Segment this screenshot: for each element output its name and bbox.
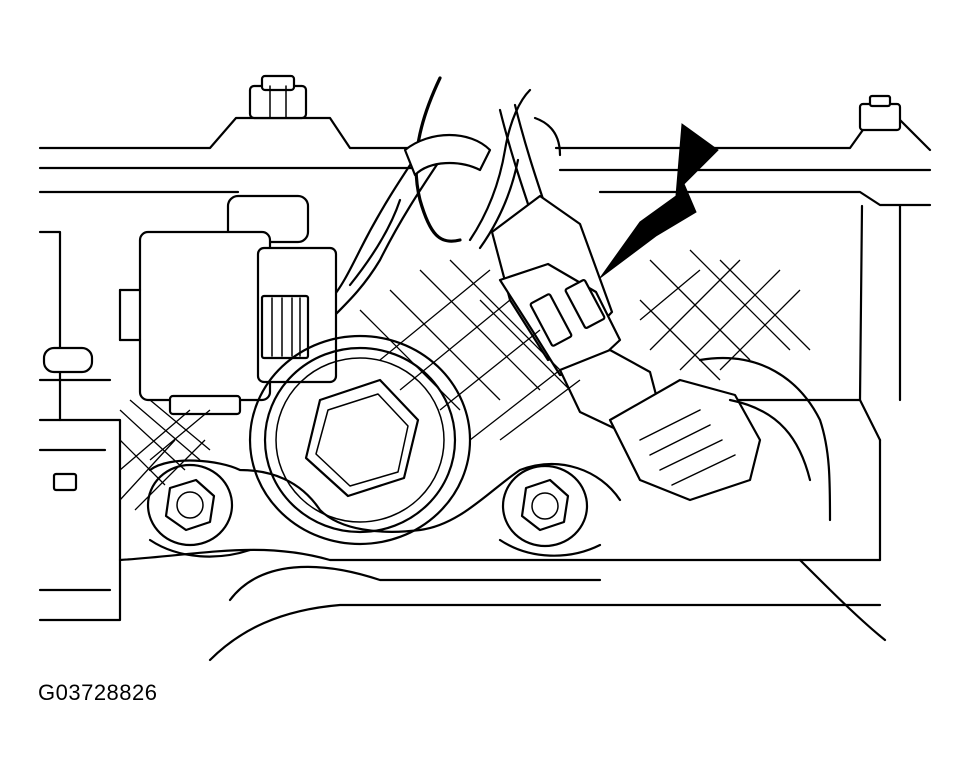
- wiring-harness: [328, 76, 562, 317]
- bracket: [148, 459, 622, 558]
- central-boss: [248, 334, 472, 546]
- arrow-pointer-icon: [599, 123, 719, 279]
- crosshatch-center: [359, 259, 581, 441]
- crosshatch-left: [119, 399, 211, 511]
- nut-left: [146, 463, 234, 547]
- left-connector: [118, 194, 338, 416]
- casting-body: [38, 398, 887, 662]
- upper-cover: [38, 116, 932, 422]
- crosshatch-right: [639, 249, 811, 381]
- side-clip: [38, 346, 112, 492]
- nut-right: [501, 464, 589, 548]
- figure-id-label: G03728826: [38, 680, 158, 705]
- pressure-sensor: [490, 194, 832, 522]
- top-bolt-right: [858, 94, 902, 132]
- top-bolt-left: [248, 74, 308, 120]
